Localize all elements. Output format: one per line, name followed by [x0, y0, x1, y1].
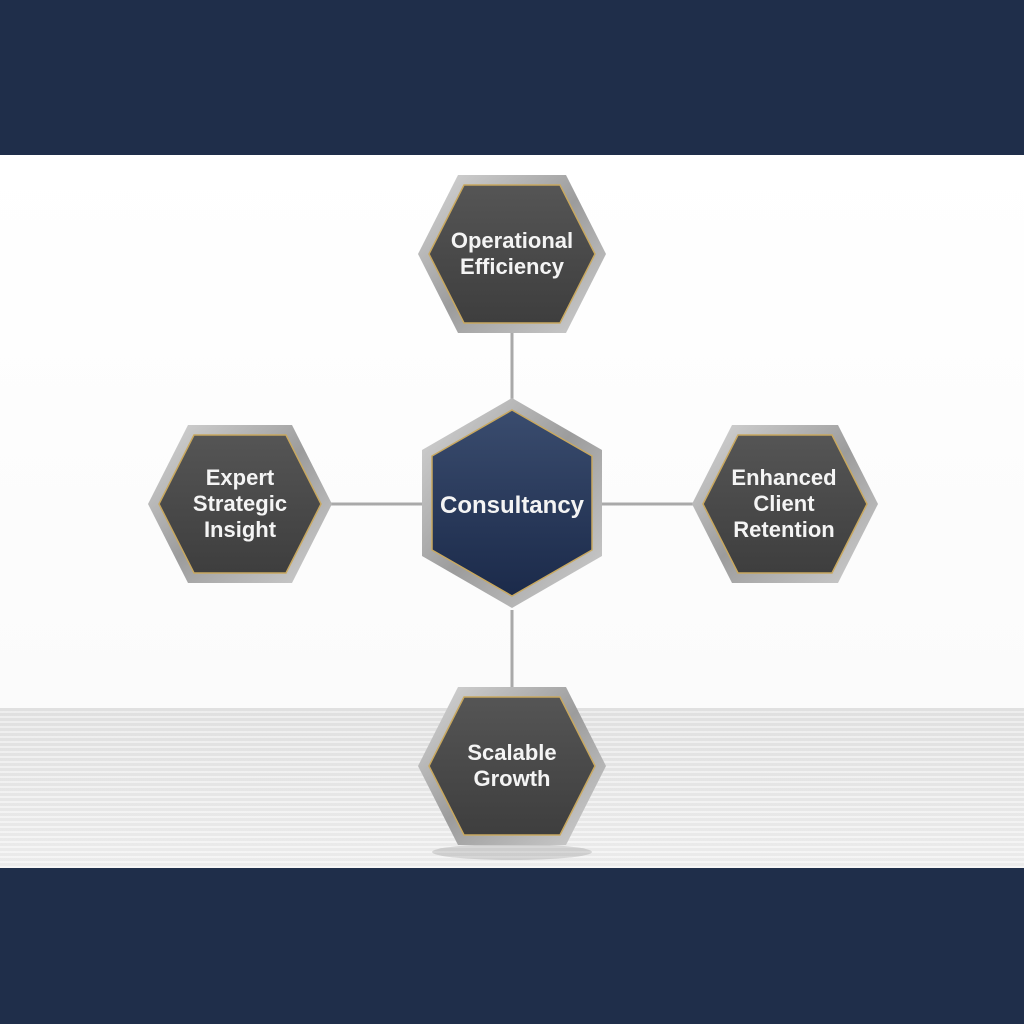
- node-top-hexagon: [418, 175, 606, 333]
- node-center-hexagon: [422, 398, 602, 608]
- node-right-line-3: Retention: [733, 517, 835, 542]
- node-top-line-2: Efficiency: [460, 254, 564, 279]
- node-bottom-line-1: Scalable: [467, 740, 557, 765]
- connectors: [330, 333, 694, 688]
- top-banner: [0, 0, 1024, 155]
- node-left-line-3: Insight: [203, 517, 277, 542]
- node-left-line-2: Strategic: [192, 491, 288, 516]
- node-right-line-2: Client: [753, 491, 815, 516]
- node-right-line-1: Enhanced: [731, 465, 837, 490]
- center-node-label: Consultancy: [439, 492, 585, 519]
- node-top-line-1: Operational: [450, 228, 574, 253]
- bottom-banner: [0, 868, 1024, 1024]
- node-right-hexagon: [692, 425, 878, 583]
- node-bottom-line-2: Growth: [473, 766, 551, 791]
- node-left-line-1: Expert: [205, 465, 275, 490]
- node-bottom-hexagon: [418, 687, 606, 860]
- node-left-hexagon: [148, 425, 332, 583]
